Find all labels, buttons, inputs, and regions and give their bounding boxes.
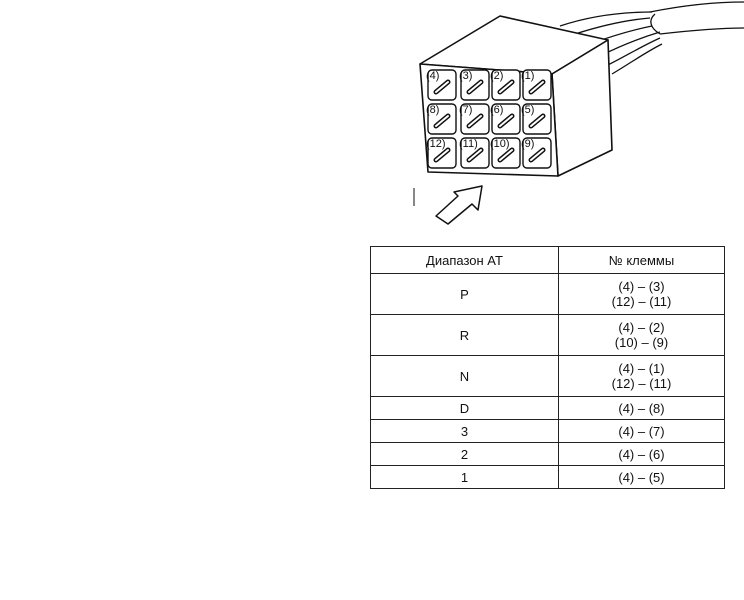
terminal-pair: (4) – (7) xyxy=(618,423,665,439)
terminal-slot-highlight xyxy=(499,81,513,93)
terminal-slot-highlight xyxy=(530,149,544,161)
header-range: Диапазон AT xyxy=(370,246,559,274)
connection-table-container: Диапазон AT № клеммы P(4) – (3)(12) – (1… xyxy=(370,246,725,489)
terminal-cavity: (8) xyxy=(426,103,457,135)
table-header-row: Диапазон AT № клеммы xyxy=(370,246,725,274)
terminal-pair: (10) – (9) xyxy=(614,335,669,350)
range-cell: D xyxy=(370,396,559,420)
terminal-pair: (4) – (3) xyxy=(618,279,665,294)
terminal-number-label: (1) xyxy=(521,70,534,82)
terminal-number-label: (7) xyxy=(459,104,472,116)
terminal-pair: (4) – (2) xyxy=(618,320,665,335)
terminal-number-label: (3) xyxy=(459,70,472,82)
table-row: R(4) – (2)(10) – (9) xyxy=(370,314,725,356)
range-cell: R xyxy=(370,314,559,356)
terminal-cavity: (12) xyxy=(426,137,457,169)
terminals-cell: (4) – (5) xyxy=(558,465,725,489)
terminals-cell: (4) – (6) xyxy=(558,442,725,466)
terminal-cavity: (6) xyxy=(490,103,521,135)
terminal-number-label: (10) xyxy=(490,138,510,150)
terminal-cavity: (11) xyxy=(459,137,490,169)
terminal-number-label: (12) xyxy=(426,138,446,150)
header-terminals: № клеммы xyxy=(558,246,725,274)
table-row: D (4) – (8) xyxy=(370,396,725,420)
terminal-slot-highlight xyxy=(499,149,513,161)
terminal-cavity: (4) xyxy=(426,69,457,101)
terminal-cavity: (2) xyxy=(490,69,521,101)
terminal-pair: (12) – (11) xyxy=(611,294,672,309)
range-cell: 3 xyxy=(370,419,559,443)
terminal-number-label: (11) xyxy=(459,138,478,150)
terminal-slot-highlight xyxy=(530,81,544,93)
terminal-cavity: (5) xyxy=(521,103,552,135)
terminal-slot-highlight xyxy=(468,149,482,161)
range-cell: 1 xyxy=(370,465,559,489)
table-row: 1 (4) – (5) xyxy=(370,465,725,489)
terminal-pair: (4) – (8) xyxy=(618,400,665,416)
terminal-cavity: (9) xyxy=(521,137,552,169)
terminal-cavity: (10) xyxy=(490,137,521,169)
terminal-pair: (12) – (11) xyxy=(611,376,672,391)
terminal-cavity: (7) xyxy=(459,103,490,135)
terminal-slot-highlight xyxy=(435,81,449,93)
connection-table: Диапазон AT № клеммы P(4) – (3)(12) – (1… xyxy=(370,246,725,489)
terminals-cell: (4) – (1)(12) – (11) xyxy=(558,355,725,397)
terminal-number-label: (6) xyxy=(490,104,503,116)
terminal-slot-highlight xyxy=(530,115,544,127)
connector-diagram: (4) (3) (2) (1) (8) (7) (6) (5) (12) (11) (10) (9) xyxy=(413,1,744,225)
table-row: 3 (4) – (7) xyxy=(370,419,725,443)
range-cell: N xyxy=(370,355,559,397)
terminals-cell: (4) – (7) xyxy=(558,419,725,443)
terminal-slot-highlight xyxy=(499,115,513,127)
terminal-number-label: (9) xyxy=(521,138,534,150)
table-body: P(4) – (3)(12) – (11)R(4) – (2)(10) – (9… xyxy=(370,273,725,489)
range-cell: 2 xyxy=(370,442,559,466)
terminal-number-label: (8) xyxy=(426,104,439,116)
terminal-pair: (4) – (6) xyxy=(618,446,665,462)
table-row: P(4) – (3)(12) – (11) xyxy=(370,273,725,315)
terminal-pair: (4) – (1) xyxy=(618,361,665,376)
terminal-slot-highlight xyxy=(468,115,482,127)
terminal-slot-highlight xyxy=(468,81,482,93)
terminal-number-label: (2) xyxy=(490,70,503,82)
terminal-cavity: (1) xyxy=(521,69,552,101)
terminals-cell: (4) – (8) xyxy=(558,396,725,420)
terminal-grid: (4) (3) (2) (1) (8) (7) (6) (5) (12) (11) (10) (9) xyxy=(426,69,552,169)
terminal-slot-highlight xyxy=(435,115,449,127)
range-cell: P xyxy=(370,273,559,315)
terminal-cavity: (3) xyxy=(459,69,490,101)
table-row: N(4) – (1)(12) – (11) xyxy=(370,355,725,397)
insertion-arrow xyxy=(413,185,483,225)
terminal-slot-highlight xyxy=(435,149,449,161)
terminals-cell: (4) – (3)(12) – (11) xyxy=(558,273,725,315)
terminal-pair: (4) – (5) xyxy=(618,469,665,485)
terminal-number-label: (5) xyxy=(521,104,534,116)
table-row: 2 (4) – (6) xyxy=(370,442,725,466)
terminals-cell: (4) – (2)(10) – (9) xyxy=(558,314,725,356)
terminal-number-label: (4) xyxy=(426,70,439,82)
